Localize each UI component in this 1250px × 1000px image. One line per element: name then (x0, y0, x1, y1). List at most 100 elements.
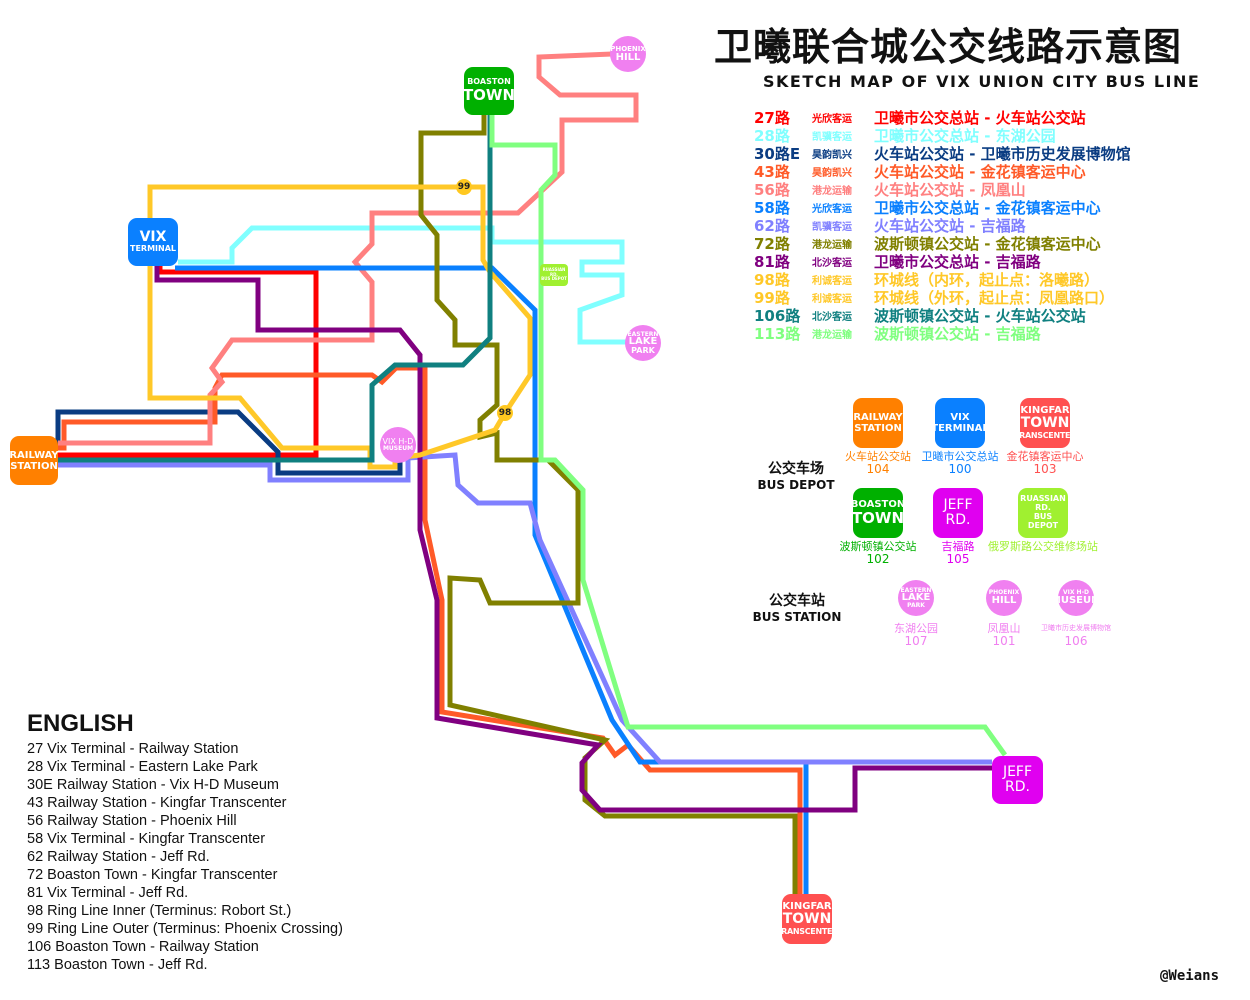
station-code: 101 (992, 634, 1016, 648)
route-operator: 凯骥客运 (812, 221, 852, 233)
route-legend-row: 98路利诚客运环城线（内环，起止点：洛曦路） (754, 270, 1131, 289)
stop-label: TRANSCENTER (775, 926, 839, 936)
bus-depot-label-cn: 公交车场 (768, 461, 824, 477)
route-legend-row: 56路港龙运输火车站公交站 - 凤凰山 (754, 180, 1131, 199)
route-line-113 (489, 115, 1008, 757)
route-description: 卫曦市公交总站 - 吉福路 (874, 252, 1041, 271)
route-operator: 港龙运输 (812, 329, 852, 341)
stop-label: LAKE (628, 336, 658, 348)
depot-icon-label: TERMINAL (935, 423, 985, 434)
station-caption: 卫曦市历史发展博物馆 106 (1041, 622, 1111, 648)
route-operator: 港龙运输 (812, 239, 852, 251)
depot-icon-label: STATION (854, 423, 902, 434)
route-number: 30路E (754, 144, 801, 163)
route-description: 火车站公交站 - 凤凰山 (874, 180, 1026, 199)
depot-icon-label: RUASSIAN RD. (1020, 494, 1066, 513)
stop-label: PHOENIX (610, 44, 646, 53)
depot-icon-label: TOWN (853, 509, 903, 528)
english-route-item: 98 Ring Line Inner (Terminus: Robort St.… (27, 903, 292, 919)
route-number: 99路 (754, 288, 790, 307)
english-route-item: 58 Vix Terminal - Kingfar Transcenter (27, 831, 266, 847)
stop-vix-hd-museum[interactable]: VIX H-D MUSEUM (380, 427, 416, 463)
depot-name-cn: 波斯顿镇公交站 (839, 540, 917, 553)
station-code: 106 (1064, 634, 1088, 648)
english-route-item: 27 Vix Terminal - Railway Station (27, 741, 239, 757)
english-route-item: 30E Railway Station - Vix H-D Museum (27, 777, 279, 793)
route-line-62 (58, 452, 992, 765)
route-legend-row: 99路利诚客运环城线（外环，起止点：凤凰路口） (754, 288, 1131, 307)
route-line-98 (147, 184, 533, 470)
station-name-cn: 凤凰山 (987, 622, 1021, 635)
english-route-list: ENGLISH 27 Vix Terminal - Railway Statio… (27, 710, 343, 974)
depot-icon-label: RAILWAY (853, 412, 903, 423)
stop-boaston-town[interactable]: BOASTON TOWN (464, 67, 514, 115)
route-number: 56路 (754, 180, 790, 199)
stop-label: RAILWAY (10, 449, 58, 461)
stop-phoenix-hill[interactable]: PHOENIX HILL (610, 36, 646, 72)
route-description: 环城线（内环，起止点：洛曦路） (874, 270, 1100, 289)
route-legend-row: 43路昊韵凯兴火车站公交站 - 金花镇客运中心 (754, 162, 1131, 181)
depot-code: 102 (866, 552, 890, 566)
route-description: 波斯顿镇公交站 - 火车站公交站 (874, 306, 1086, 325)
english-route-item: 72 Boaston Town - Kingfar Transcenter (27, 867, 278, 883)
station-icon-label: LAKE (901, 592, 931, 604)
route-description: 卫曦市公交总站 - 火车站公交站 (874, 108, 1086, 127)
stop-label: VIX (139, 228, 167, 245)
depot-icon: JEFF RD. (933, 488, 983, 538)
depot-icon-label: TOWN (1020, 415, 1070, 432)
depot-icon-label: BOASTON (853, 499, 903, 511)
depot-icon: RUASSIAN RD.BUS DEPOT (1018, 488, 1068, 538)
stop-russian-depot[interactable]: RUASSIAN RD. BUS DEPOT (540, 264, 568, 286)
route-line-106 (58, 115, 493, 463)
station-code: 107 (904, 634, 928, 648)
route-number: 113路 (754, 324, 801, 343)
stop-label: HILL (615, 51, 641, 63)
depot-name-cn: 卫曦市公交总站 (921, 450, 999, 463)
route-legend-row: 106路北沙客运波斯顿镇公交站 - 火车站公交站 (754, 306, 1131, 325)
station-icon-label: MUSEUM (1058, 595, 1094, 607)
map-title-english: SKETCH MAP OF VIX UNION CITY BUS LINE (763, 72, 1201, 91)
route-line-56 (58, 51, 639, 446)
station-name-cn: 东湖公园 (894, 622, 938, 635)
route-line-27 (58, 262, 319, 458)
stop-railway-station[interactable]: RAILWAY STATION (10, 436, 58, 485)
route-number: 72路 (754, 234, 790, 253)
station-name-cn: 卫曦市历史发展博物馆 (1041, 624, 1111, 632)
route-number: 58路 (754, 198, 790, 217)
english-route-item: 56 Railway Station - Phoenix Hill (27, 813, 237, 829)
stop-label: TOWN (782, 911, 832, 928)
stop-label: BOASTON (467, 77, 511, 87)
depot-code: 100 (948, 462, 972, 476)
stop-label: MUSEUM (382, 444, 414, 452)
stop-vix-terminal[interactable]: VIX TERMINAL (128, 218, 178, 266)
route-98-badge: 98 (497, 405, 513, 421)
route-operator: 光欣客运 (812, 113, 852, 125)
english-route-item: 106 Boaston Town - Railway Station (27, 939, 259, 955)
bus-depot-heading: 公交车场 BUS DEPOT (756, 458, 836, 492)
stop-kingfar-town[interactable]: KINGFAR TOWN TRANSCENTER (776, 894, 838, 944)
station-icon-label: HILL (991, 595, 1017, 607)
route-operator: 凯骥客运 (812, 131, 852, 143)
stop-eastern-lake-park[interactable]: EASTERN LAKE PARK (625, 325, 661, 361)
depot-icon-label: TRANSCENTER (1013, 430, 1077, 440)
route-operator: 北沙客运 (812, 257, 852, 269)
english-route-item: 62 Railway Station - Jeff Rd. (27, 849, 210, 865)
depot-icon-label: JEFF RD. (943, 496, 973, 528)
route-legend-row: 62路凯骥客运火车站公交站 - 吉福路 (754, 216, 1131, 235)
route-99-badge: 99 (456, 179, 472, 195)
route-description: 卫曦市公交总站 - 金花镇客运中心 (874, 198, 1101, 217)
english-route-item: 99 Ring Line Outer (Terminus: Phoenix Cr… (27, 921, 343, 937)
depot-name-cn: 吉福路 (941, 540, 975, 553)
route-description: 卫曦市公交总站 - 东湖公园 (874, 126, 1056, 145)
stop-jeff-rd[interactable]: JEFF RD. (992, 756, 1043, 804)
route-operator: 光欣客运 (812, 203, 852, 215)
